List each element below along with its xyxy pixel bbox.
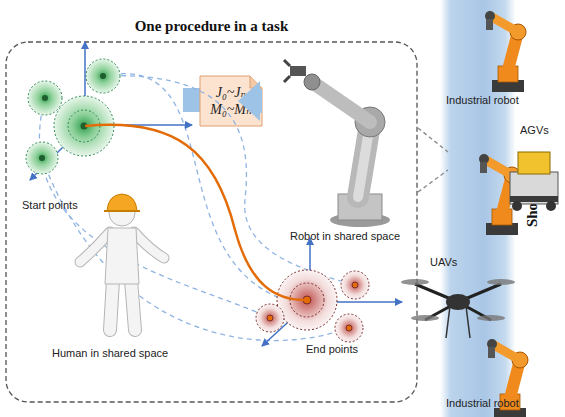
robot-upper-arm xyxy=(312,82,370,122)
block-arrow xyxy=(260,89,262,113)
uav-leg xyxy=(446,306,450,338)
document-shape xyxy=(200,76,262,126)
uav-arm xyxy=(458,302,491,320)
end-point-center xyxy=(352,282,358,288)
node-text: Shop floor xyxy=(524,160,541,227)
cluster-label: End points xyxy=(306,343,358,355)
node-text: M₀~Mₙ xyxy=(210,101,251,118)
node-text-group: Robot in shared space xyxy=(262,230,428,242)
axis-line xyxy=(30,125,85,180)
document-fold xyxy=(250,76,262,88)
agv-cargo xyxy=(518,152,550,174)
axis-line xyxy=(84,42,86,125)
human-leg xyxy=(131,280,135,330)
start-point-center xyxy=(81,123,88,130)
start-point-center xyxy=(39,155,45,161)
end-point-center xyxy=(303,296,311,304)
node-text-group: Shop floor xyxy=(524,160,541,227)
uav-rotor xyxy=(401,279,429,285)
agv-bumper xyxy=(510,196,558,202)
node-text: Robot in shared space xyxy=(262,230,428,242)
axis-line xyxy=(309,238,311,302)
hard-hat xyxy=(107,194,137,211)
equipment-label: UAVs xyxy=(430,256,457,268)
end-point-circle xyxy=(256,304,284,332)
trajectory-dashed xyxy=(103,74,280,298)
robot-gripper-fingers xyxy=(284,60,290,82)
uav-rotor xyxy=(487,279,515,285)
uav-arm xyxy=(415,284,458,302)
agv-wheel xyxy=(512,201,522,211)
agv-body xyxy=(510,172,558,204)
human-torso xyxy=(105,228,139,284)
node-text: J₀~Jₙ xyxy=(216,84,247,101)
cluster-label: Start points xyxy=(22,199,78,211)
node-text-group: J₀~JₙM₀~Mₙ xyxy=(200,76,262,126)
robot-node: Robot in shared space xyxy=(282,52,408,242)
uav-rotor xyxy=(411,315,439,321)
robot-gripper xyxy=(290,66,306,76)
hard-hat-brim xyxy=(104,210,140,212)
human-arm xyxy=(80,232,110,262)
leader-line xyxy=(418,170,448,192)
end-point-circle xyxy=(335,314,363,342)
uav-body xyxy=(446,294,470,310)
start-point-center xyxy=(42,95,48,101)
dashed-group-border xyxy=(6,42,417,402)
leader-line xyxy=(418,128,448,152)
human-arm xyxy=(134,232,164,258)
trajectory-dashed xyxy=(42,158,349,341)
end-point-circle xyxy=(341,271,369,299)
axis-line xyxy=(310,301,402,303)
node-outline xyxy=(200,76,262,126)
human-head xyxy=(109,200,135,226)
parameter-document: J₀~JₙM₀~Mₙ xyxy=(200,76,262,126)
end-point-circle xyxy=(277,270,337,330)
industrial-robot-icon xyxy=(485,11,526,92)
uav-leg xyxy=(466,306,470,338)
trajectory-selected xyxy=(85,125,305,300)
human-arm-outline xyxy=(80,232,110,262)
start-point-circle xyxy=(86,59,120,93)
agv-wheel xyxy=(546,201,556,211)
end-point-center xyxy=(346,325,352,331)
figure-label: Human in shared space xyxy=(52,347,168,359)
equipment-label: AGVs xyxy=(520,124,549,136)
trajectory-dashed xyxy=(103,76,355,285)
start-point-ring xyxy=(68,110,100,142)
start-point-circle xyxy=(28,81,62,115)
equipment-label: Industrial robot xyxy=(446,397,519,409)
equipment-label: Industrial robot xyxy=(446,94,519,106)
axis-line xyxy=(85,124,192,126)
end-point-ring xyxy=(290,283,324,317)
start-point-circle xyxy=(26,142,58,174)
uav-arm xyxy=(458,284,501,302)
uav-arm xyxy=(425,302,458,320)
human-leg-outline xyxy=(110,280,113,330)
end-point-center xyxy=(267,315,273,321)
human-arm-outline xyxy=(134,232,164,258)
uav-rotor xyxy=(477,315,505,321)
node-text: One procedure in a task xyxy=(5,18,418,35)
start-point-circle xyxy=(54,96,114,156)
human-leg-outline xyxy=(131,280,135,330)
node-text-group: One procedure in a task xyxy=(5,18,418,35)
industrial-robot-icon xyxy=(479,154,520,235)
robot-wrist xyxy=(304,74,320,90)
shop-floor-band: Shop floor xyxy=(440,0,545,417)
axis-line xyxy=(262,302,310,346)
node-outline xyxy=(282,52,408,242)
human-leg xyxy=(110,280,113,330)
start-point-center xyxy=(100,73,106,79)
